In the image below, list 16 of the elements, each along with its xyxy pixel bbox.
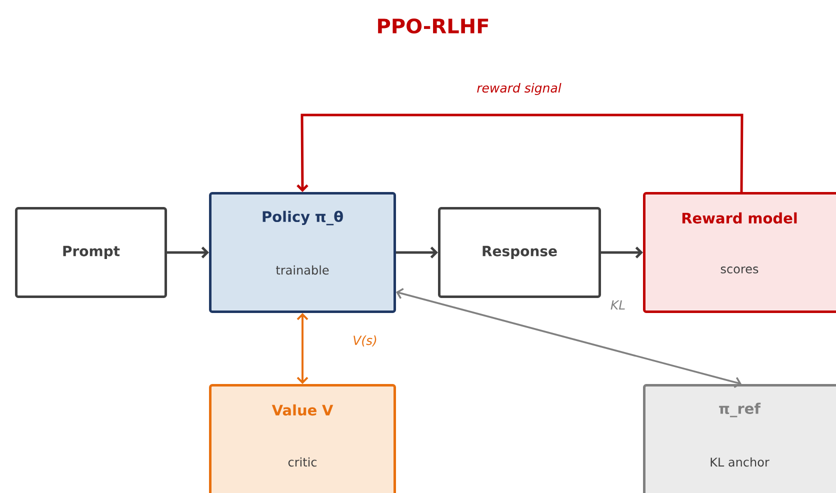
arrow: [601, 246, 643, 258]
process-box: Prompt: [15, 207, 167, 298]
title: PPO-RLHF: [378, 18, 488, 34]
arrow: [167, 246, 209, 258]
edge-label: reward signal: [477, 82, 562, 96]
arrow: [296, 312, 308, 384]
arrow: [396, 246, 438, 258]
edge-label: KL: [610, 300, 625, 310]
process-box: Value V critic: [209, 384, 396, 493]
arrow: [396, 288, 742, 388]
arrow: [296, 114, 744, 192]
process-box: Reward model scores: [643, 192, 836, 313]
edge-label: V(s): [354, 335, 376, 347]
process-box: Policy π_θ trainable: [209, 192, 396, 313]
process-box: π_ref KL anchor: [643, 384, 836, 493]
process-box: Response: [438, 207, 601, 298]
